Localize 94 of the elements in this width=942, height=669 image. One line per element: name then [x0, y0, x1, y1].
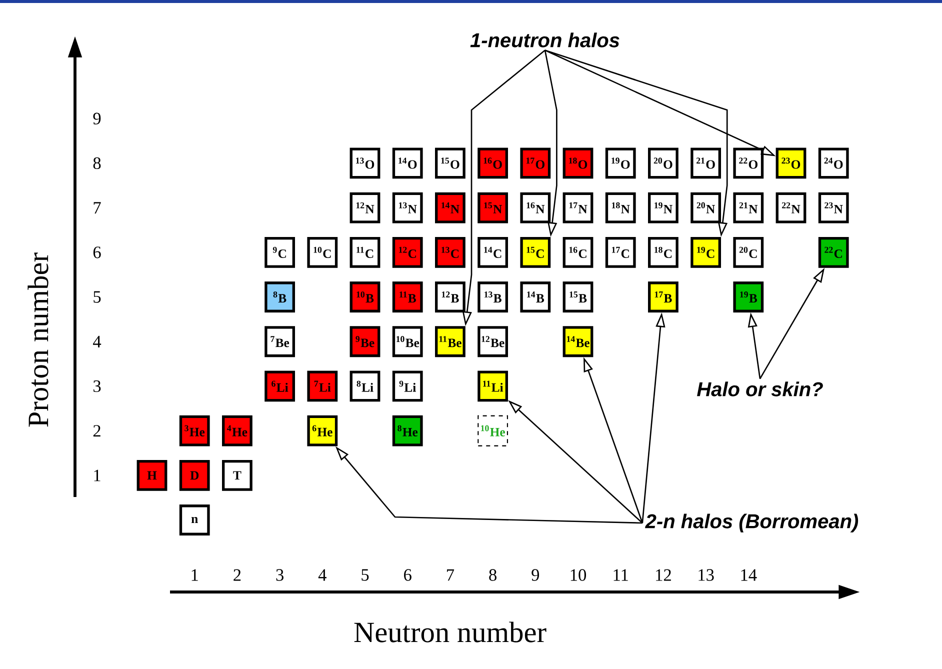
axis-title: Neutron number: [354, 622, 546, 642]
nuclide-cell: $^{23}$O: [776, 148, 806, 179]
nuclide-cell: $^{17}$N: [562, 192, 594, 224]
tick-label: 6: [93, 246, 101, 258]
nuclide-cell: $^{10}$Be: [392, 326, 423, 358]
nuclide-cell: $^{11}$B: [392, 282, 423, 312]
nuclide-cell: $^{13}$C: [435, 236, 466, 268]
tick-label: 7: [94, 202, 101, 214]
nuclide-cell: $^{22}$C: [818, 236, 849, 268]
nuclide-cell: $^{11}$C: [350, 236, 380, 268]
tick-label: 2: [93, 425, 100, 437]
nuclide-cell: $^{11}$Li: [478, 370, 508, 402]
tick-label: 12: [656, 569, 671, 581]
tick-label: 3: [94, 380, 101, 392]
nuclide-cell: $^{12}$Be: [478, 326, 508, 358]
nuclide-cell: $^{6}$He: [307, 415, 338, 446]
tick-label: 11: [614, 569, 628, 581]
nuclide-cell: $^{18}$C: [648, 236, 678, 268]
tick-label: 4: [318, 569, 326, 581]
nuclide-cell: $^{20}$C: [733, 236, 764, 268]
callout-text: 1-neutron halos: [470, 32, 620, 48]
nuclide-cell: $^{8}$Li: [350, 370, 380, 402]
tick-label: 1: [94, 470, 100, 482]
tick-label: 8: [93, 157, 101, 170]
nuclide-cell: $^{3}$He: [179, 415, 210, 446]
nuclide-cell: $^{12}$N: [350, 192, 380, 224]
nuclide-cell: $^{14}$B: [520, 282, 551, 312]
nuclide-cell: $^{14}$Be: [562, 326, 594, 358]
axis-title: Proton number: [28, 252, 48, 427]
nuclide-cell: $^{19}$B: [733, 282, 764, 312]
nuclide-cell: $^{10}$B: [350, 282, 380, 312]
nuclide-cell: $^{10}$C: [307, 236, 338, 268]
nuclide-cell: $^{12}$C: [392, 236, 423, 268]
nuclide-cell: $^{18}$N: [605, 192, 636, 224]
nuclide-cell: $^{20}$O: [648, 148, 678, 179]
tick-label: 10: [570, 569, 586, 581]
tick-label: 9: [93, 112, 101, 124]
nuclide-cell: $^{9}$Li: [392, 370, 423, 402]
nuclide-cell: $^{19}$C: [690, 236, 721, 268]
nuclide-cell: $^{16}$C: [562, 236, 594, 268]
nuclide-cell: $^{8}$B: [264, 282, 295, 312]
nuclide-cell: $^{19}$O: [605, 148, 636, 179]
nuclide-cell: $^{15}$C: [520, 236, 551, 268]
nuclide-cell: $^{18}$O: [562, 148, 594, 179]
nuclide-cell: $^{23}$N: [818, 192, 849, 224]
nuclide-cell: $^{22}$N: [776, 192, 806, 224]
nuclide-cell: $^{17}$O: [520, 148, 551, 179]
nuclide-cell: $^{22}$O: [733, 148, 764, 179]
tick-label: 9: [532, 569, 540, 581]
nuclide-cell: $^{21}$O: [690, 148, 721, 179]
nuclide-cell: $^{14}$O: [392, 148, 423, 179]
nuclide-cell: $^{16}$N: [520, 192, 551, 224]
nuclide-cell: $^{15}$N: [478, 192, 508, 224]
nuclide-cell: $^{9}$Be: [350, 326, 380, 358]
nuclide-cell: $^{13}$O: [350, 148, 380, 179]
tick-label: 5: [362, 569, 369, 581]
nuclide-cell: $^{7}$Li: [307, 370, 338, 402]
nuclide-cell: $^{11}$Be: [435, 326, 466, 358]
nuclide-cell: $^{19}$N: [648, 192, 678, 224]
nuclide-cell: T: [222, 460, 252, 491]
nuclide-cell: $^{4}$He: [222, 415, 252, 446]
nuclide-cell: $^{13}$B: [478, 282, 508, 312]
callout-text: 2-n halos (Borromean): [645, 514, 858, 532]
nuclide-cell: $^{8}$He: [392, 415, 423, 446]
tick-label: 1: [192, 569, 198, 581]
nuclide-cell: H: [136, 460, 168, 491]
nuclide-cell: $^{14}$C: [478, 236, 508, 268]
tick-label: 6: [404, 569, 412, 581]
nuclide-cell: $^{17}$C: [605, 236, 636, 268]
nuclide-cell: $^{17}$B: [648, 282, 678, 312]
tick-label: 14: [741, 569, 757, 581]
nuclide-cell: $^{14}$N: [435, 192, 466, 224]
nuclide-cell: $^{15}$B: [562, 282, 594, 312]
callout-text: Halo or skin?: [697, 382, 823, 396]
nuclide-cell: $^{12}$B: [435, 282, 466, 312]
tick-label: 7: [447, 569, 454, 581]
nuclide-cell: $^{10}$He: [478, 415, 508, 446]
nuclide-cell: $^{16}$O: [478, 148, 508, 179]
nuclide-cell: n: [179, 504, 210, 536]
tick-label: 3: [276, 569, 284, 581]
tick-label: 5: [94, 291, 101, 303]
nuclide-cell: $^{13}$N: [392, 192, 423, 224]
nuclide-cell: $^{15}$O: [435, 148, 466, 179]
nuclide-cell: $^{21}$N: [733, 192, 764, 224]
tick-label: 13: [698, 569, 714, 581]
nuclide-cell: $^{6}$Li: [264, 370, 295, 402]
tick-label: 2: [234, 569, 241, 581]
nuclide-cell: $^{7}$Be: [264, 326, 295, 358]
nuclide-cell: $^{24}$O: [818, 148, 849, 179]
nuclide-cell: $^{9}$C: [264, 236, 295, 268]
nuclide-cell: D: [179, 460, 210, 491]
tick-label: 4: [93, 336, 102, 348]
nuclide-cell: $^{20}$N: [690, 192, 721, 224]
tick-label: 8: [489, 569, 496, 581]
